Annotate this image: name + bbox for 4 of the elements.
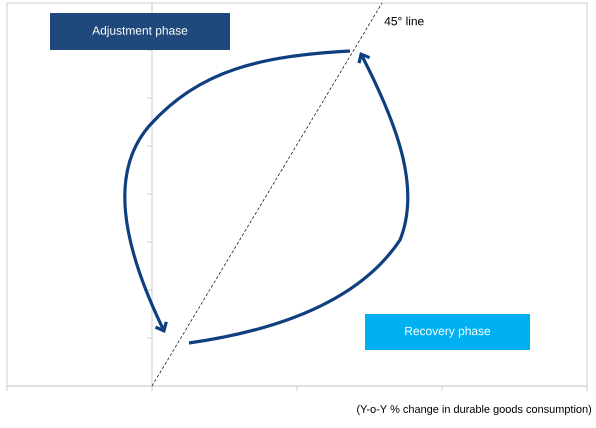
phase-box: Recovery phase [365,314,530,350]
line-label: 45° line [384,16,424,26]
axis-label: (Y-o-Y % change in durable goods consumption) [357,404,592,416]
phase-box: Adjustment phase [50,13,230,50]
